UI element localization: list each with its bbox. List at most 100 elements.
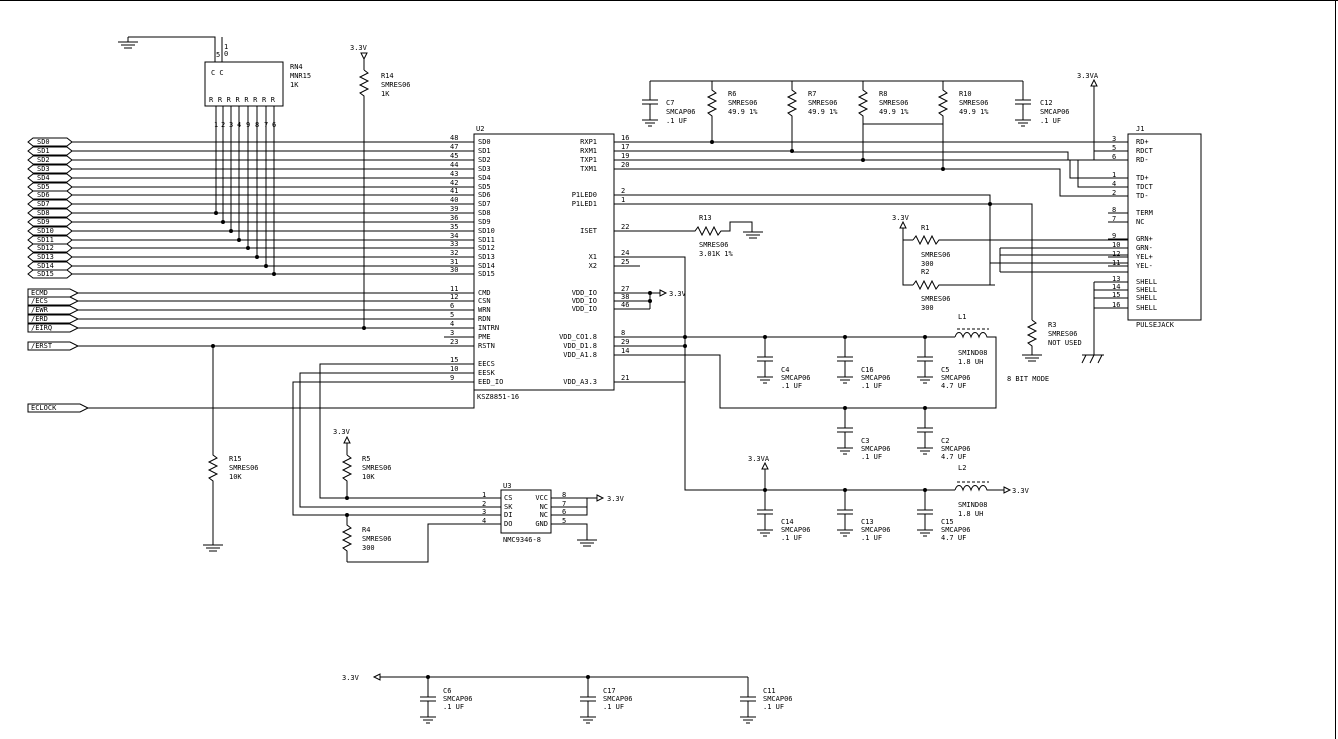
junction <box>683 344 687 348</box>
junction <box>763 335 767 339</box>
bus-port <box>27 217 73 227</box>
u2-pin-name: SD0 <box>478 138 491 146</box>
c7-ref: C7 <box>666 99 674 107</box>
c16-ref: C16 <box>861 366 874 374</box>
r4-value: 300 <box>362 544 375 552</box>
clock-wire <box>88 257 475 409</box>
c4-value: .1 UF <box>781 382 802 390</box>
bus-port <box>27 182 73 192</box>
j1-pin-number: 14 <box>1112 283 1120 291</box>
c16-capacitor <box>837 337 853 384</box>
c17-capacitor <box>580 677 596 724</box>
junction <box>923 335 927 339</box>
junction <box>264 264 268 268</box>
rn4-pin-number: 2 <box>221 121 225 129</box>
u2-pin-number: 42 <box>450 179 458 187</box>
u2-pin-number: 29 <box>621 338 629 346</box>
j1-pin-name: YEL- <box>1136 262 1153 270</box>
c17-value: .1 UF <box>603 703 624 711</box>
u2-pin-name: TXM1 <box>580 165 597 173</box>
u3-pin-name: NC <box>540 503 548 511</box>
r10-part: SMRES06 <box>959 99 989 107</box>
c4-part: SMCAP06 <box>781 374 811 382</box>
bus-port-label: SD8 <box>37 209 50 217</box>
c16-value: .1 UF <box>861 382 882 390</box>
u2-pin-number: 27 <box>621 285 629 293</box>
r8-value: 49.9 1% <box>879 108 909 116</box>
led-wires <box>999 247 1128 273</box>
j1-pin-number: 1 <box>1112 171 1116 179</box>
u2-pin-number: 24 <box>621 249 629 257</box>
u3-body <box>500 489 552 534</box>
u2-pin-number: 31 <box>450 258 458 266</box>
u2-pin-number: 30 <box>450 266 458 274</box>
rn4-pin5: 5 <box>216 51 220 59</box>
c11-capacitor <box>740 677 756 724</box>
u2-pin-name: SD9 <box>478 218 491 226</box>
r2-value: 300 <box>921 304 934 312</box>
c17-ref: C17 <box>603 687 616 695</box>
c11-ref: C11 <box>763 687 776 695</box>
junction <box>221 220 225 224</box>
r13-part: SMRES06 <box>699 241 729 249</box>
rn4-pin-number: 8 <box>255 121 259 129</box>
chassis-ground-symbol <box>1081 354 1104 364</box>
u3-right-wires <box>551 497 597 540</box>
junction <box>648 299 652 303</box>
rn4-value: 1K <box>290 81 299 89</box>
u3-pin-name: CS <box>504 494 512 502</box>
r10-ref: R10 <box>959 90 972 98</box>
j1-ct-wire <box>1077 78 1128 188</box>
j1-pin-number: 10 <box>1112 241 1120 249</box>
junction <box>345 496 349 500</box>
c6-ref: C6 <box>443 687 451 695</box>
r1-resistor <box>912 234 1128 246</box>
u2-pin-number: 38 <box>621 293 629 301</box>
u2-pin-name: CMD <box>478 289 491 297</box>
u3-pin-name: DO <box>504 520 512 528</box>
bus-port-label: SD11 <box>37 236 54 244</box>
j1-pin-number: 6 <box>1112 153 1116 161</box>
u3-pin-number: 6 <box>562 508 566 516</box>
j1-pin-number: 5 <box>1112 144 1116 152</box>
u2-pin-name: RXP1 <box>580 138 597 146</box>
u2-pin-name: EECS <box>478 360 495 368</box>
u2-pin-name: EESK <box>478 369 496 377</box>
c2-part: SMCAP06 <box>941 445 971 453</box>
r1-ref: R1 <box>921 224 929 232</box>
c5-value: 4.7 UF <box>941 382 966 390</box>
led0-wire <box>614 194 1128 264</box>
j1-pin-name: GRN- <box>1136 244 1153 252</box>
rn4-pin-number: 7 <box>264 121 268 129</box>
rn4-pin10b: 0 <box>224 50 228 58</box>
u2-pin-name: EED_IO <box>478 378 503 386</box>
v18-rail <box>614 336 997 409</box>
eedo-wire <box>347 523 501 563</box>
l2-value: 1.8 UH <box>958 510 983 518</box>
u3-vcc-arrow <box>596 494 605 502</box>
rn4-pin-number: 1 <box>214 121 218 129</box>
u2-pin-name: ISET <box>580 227 598 235</box>
u2-pin-name: P1LED0 <box>572 191 597 199</box>
led0-r2-wire <box>989 204 995 286</box>
j1-pin-name: RD+ <box>1136 138 1149 146</box>
l2-arrow <box>1003 486 1012 494</box>
c7-part: SMCAP06 <box>666 108 696 116</box>
r3-ref: R3 <box>1048 321 1056 329</box>
r5-supply <box>343 435 351 455</box>
j1-shell-wire <box>1093 281 1128 355</box>
bus-port-label: SD3 <box>37 165 50 173</box>
ground-symbol <box>743 228 763 239</box>
u2-pin-number: 3 <box>450 329 454 337</box>
rn4-pin-number: 3 <box>229 121 233 129</box>
u3-pin-name: VCC <box>535 494 548 502</box>
j1-body <box>1127 133 1202 321</box>
j1-pin-number: 7 <box>1112 215 1116 223</box>
bus-port <box>27 190 73 200</box>
u2-pin-number: 45 <box>450 152 458 160</box>
junction <box>923 488 927 492</box>
r13-ref: R13 <box>699 214 712 222</box>
x1-wire <box>614 256 955 491</box>
u3-vcc-label: 3.3V <box>607 495 625 503</box>
